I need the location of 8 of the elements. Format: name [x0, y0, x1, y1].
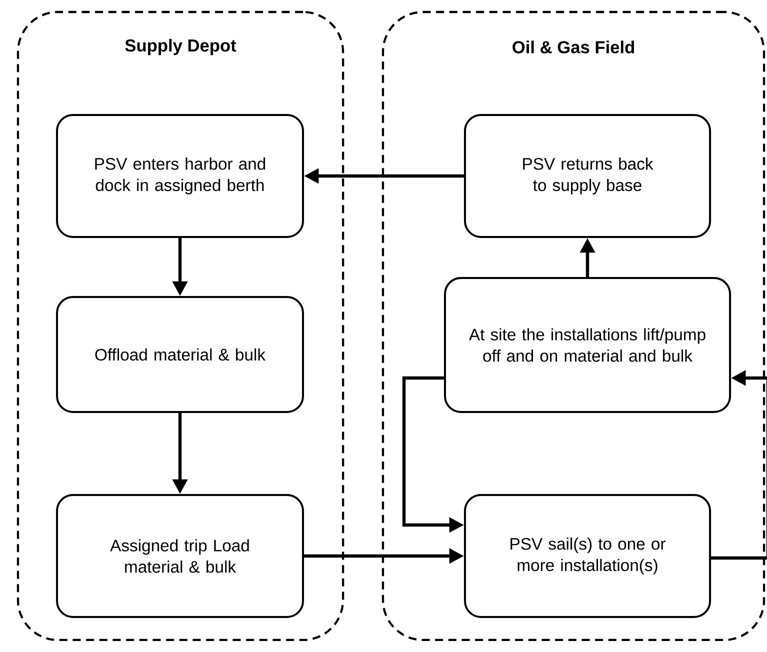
process-box: PSV enters harbor and dock in assigned berth [56, 114, 304, 238]
region-heading: Supply Depot [125, 38, 236, 56]
process-box: Assigned trip Load material & bulk [56, 494, 304, 618]
process-box: PSV sail(s) to one or more installation(s) [464, 494, 712, 618]
region-heading: Oil & Gas Field [512, 40, 634, 54]
process-box: Offload material & bulk [56, 296, 304, 413]
process-box: PSV returns back to supply base [464, 114, 712, 238]
process-box: At site the installations lift/pump off and on material and bulk [444, 277, 732, 413]
